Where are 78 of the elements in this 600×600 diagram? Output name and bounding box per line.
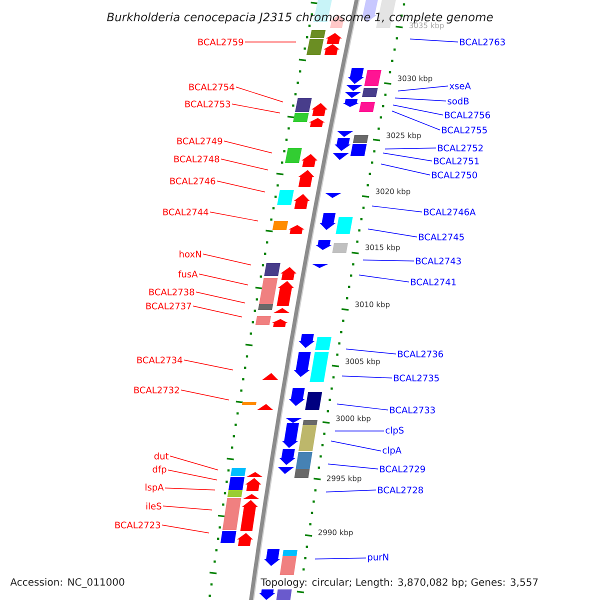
- leader-line: [382, 152, 432, 162]
- leader-line: [162, 524, 210, 534]
- gene-label: BCAL2732: [134, 386, 179, 394]
- leader-line: [326, 490, 376, 492]
- gene-label: sodB: [448, 98, 469, 104]
- gene-label: BCAL2728: [378, 486, 423, 494]
- info-text: Topology: circular; Length: 3,870,082 bp; Genes: 3,557: [259, 576, 540, 590]
- gene-label: BCAL2746: [170, 178, 216, 184]
- leader-line: [192, 306, 242, 318]
- leader-line: [384, 148, 436, 150]
- gene-label: clpS: [386, 426, 404, 436]
- gene-label: BCAL2746A: [424, 208, 476, 216]
- gene-label: BCAL2749: [177, 138, 222, 144]
- leader-line: [196, 292, 246, 304]
- gene-label: BCAL2745: [419, 234, 464, 240]
- leader-line: [362, 260, 414, 262]
- leader-line: [330, 440, 382, 452]
- gene-label: BCAL2756: [445, 112, 490, 118]
- gene-label: BCAL2729: [380, 466, 425, 472]
- leader-line: [168, 470, 218, 480]
- gene-label: BCAL2752: [438, 144, 483, 152]
- gene-label: BCAL2748: [174, 156, 220, 162]
- leader-line: [328, 464, 378, 470]
- leader-line: [202, 254, 252, 266]
- leader-line: [398, 86, 448, 92]
- leader-line: [164, 488, 216, 490]
- gene-label: BCAL2723: [115, 522, 160, 528]
- gene-label: BCAL2736: [398, 350, 443, 358]
- gene-label: ileS: [146, 502, 162, 510]
- leader-line: [358, 274, 410, 282]
- gene-label: BCAL2734: [137, 356, 182, 364]
- leader-line: [368, 228, 418, 238]
- gene-label: BCAL2754: [189, 84, 234, 90]
- gene-label: BCAL2753: [185, 100, 230, 108]
- gene-label: purN: [368, 554, 388, 562]
- title: Burkholderia cenocepacia J2315 chromosome 1, complete genome: [107, 12, 493, 24]
- gene-label: BCAL2763: [460, 38, 505, 46]
- gene-label: hoxN: [180, 250, 201, 258]
- leader-line: [210, 212, 258, 222]
- leader-line: [170, 456, 218, 470]
- gene-label: dfp: [152, 466, 166, 474]
- gene-label: lspA: [146, 484, 164, 492]
- leader-line: [180, 390, 230, 400]
- gene-label: BCAL2738: [149, 288, 194, 296]
- gene-label: BCAL2759: [198, 38, 244, 46]
- leader-line: [380, 164, 430, 176]
- gene-label: BCAL2750: [432, 172, 477, 178]
- gene-label: BCAL2733: [390, 406, 435, 414]
- gene-label: xseA: [449, 82, 471, 90]
- leader-line: [334, 430, 384, 432]
- leader-line: [410, 38, 458, 42]
- accession-text: Accession: NC_011000: [10, 578, 124, 588]
- leader-line: [162, 506, 212, 510]
- leader-line: [220, 158, 268, 170]
- leader-line: [224, 140, 272, 154]
- gene-label: BCAL2744: [163, 208, 208, 216]
- gene-label: dut: [154, 452, 169, 460]
- gene-label: BCAL2735: [394, 374, 439, 382]
- leader-line: [236, 86, 284, 102]
- leader-line: [392, 110, 440, 130]
- leader-line: [392, 104, 444, 116]
- gene-label: BCAL2755: [442, 126, 487, 134]
- leader-line: [216, 180, 266, 192]
- gene-label: clpA: [382, 446, 402, 456]
- leader-line: [336, 404, 388, 410]
- gene-label: BCAL2741: [411, 278, 456, 286]
- gene-label: BCAL2737: [146, 302, 192, 310]
- leader-line: [372, 206, 422, 212]
- leader-line: [198, 274, 248, 286]
- gene-label: BCAL2743: [416, 258, 461, 264]
- gene-label: BCAL2751: [434, 158, 479, 164]
- leader-line: [342, 376, 392, 378]
- leader-line: [394, 98, 446, 102]
- leader-line: [314, 558, 366, 560]
- leader-line: [346, 348, 396, 354]
- leader-line: [184, 360, 234, 370]
- gene-label: fusA: [178, 270, 198, 278]
- leader-line: [232, 104, 280, 114]
